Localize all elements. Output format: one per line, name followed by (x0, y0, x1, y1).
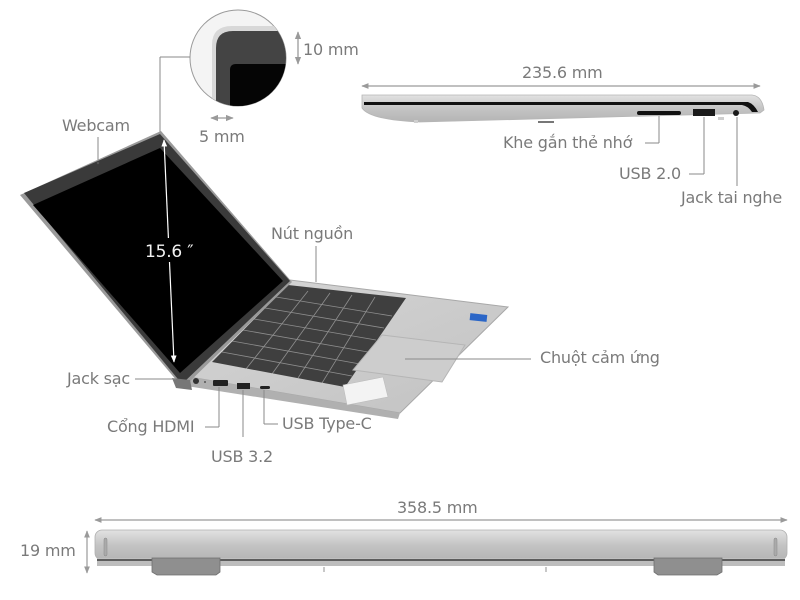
hdmi-port-label: Cổng HDMI (107, 417, 195, 436)
laptop-front-view (20, 131, 510, 419)
bezel-detail-zoom (159, 9, 302, 134)
top-bezel-label: 10 mm (303, 40, 359, 59)
screen-size-label: 15.6 ″ (145, 242, 194, 262)
power-button-label: Nút nguồn (271, 224, 354, 243)
front-leader-lines (97, 137, 531, 437)
laptop-rear-view (84, 517, 788, 576)
usb-type-c-label: USB Type-C (282, 414, 372, 433)
headphone-jack-label: Jack tai nghe (681, 188, 782, 207)
rear-width-label: 358.5 mm (397, 498, 478, 517)
side-bezel-label: 5 mm (199, 127, 245, 146)
touchpad-label: Chuột cảm ứng (540, 348, 660, 367)
charging-jack-label: Jack sạc (67, 369, 131, 388)
rear-thickness-label: 19 mm (20, 541, 76, 560)
usb-32-label: USB 3.2 (211, 447, 273, 466)
usb-20-label: USB 2.0 (619, 164, 681, 183)
webcam-label: Webcam (62, 116, 130, 135)
side-leader-lines (645, 116, 738, 186)
laptop-side-view (361, 83, 765, 123)
side-depth-label: 235.6 mm (522, 63, 603, 82)
card-slot-label: Khe gắn thẻ nhớ (503, 133, 633, 152)
